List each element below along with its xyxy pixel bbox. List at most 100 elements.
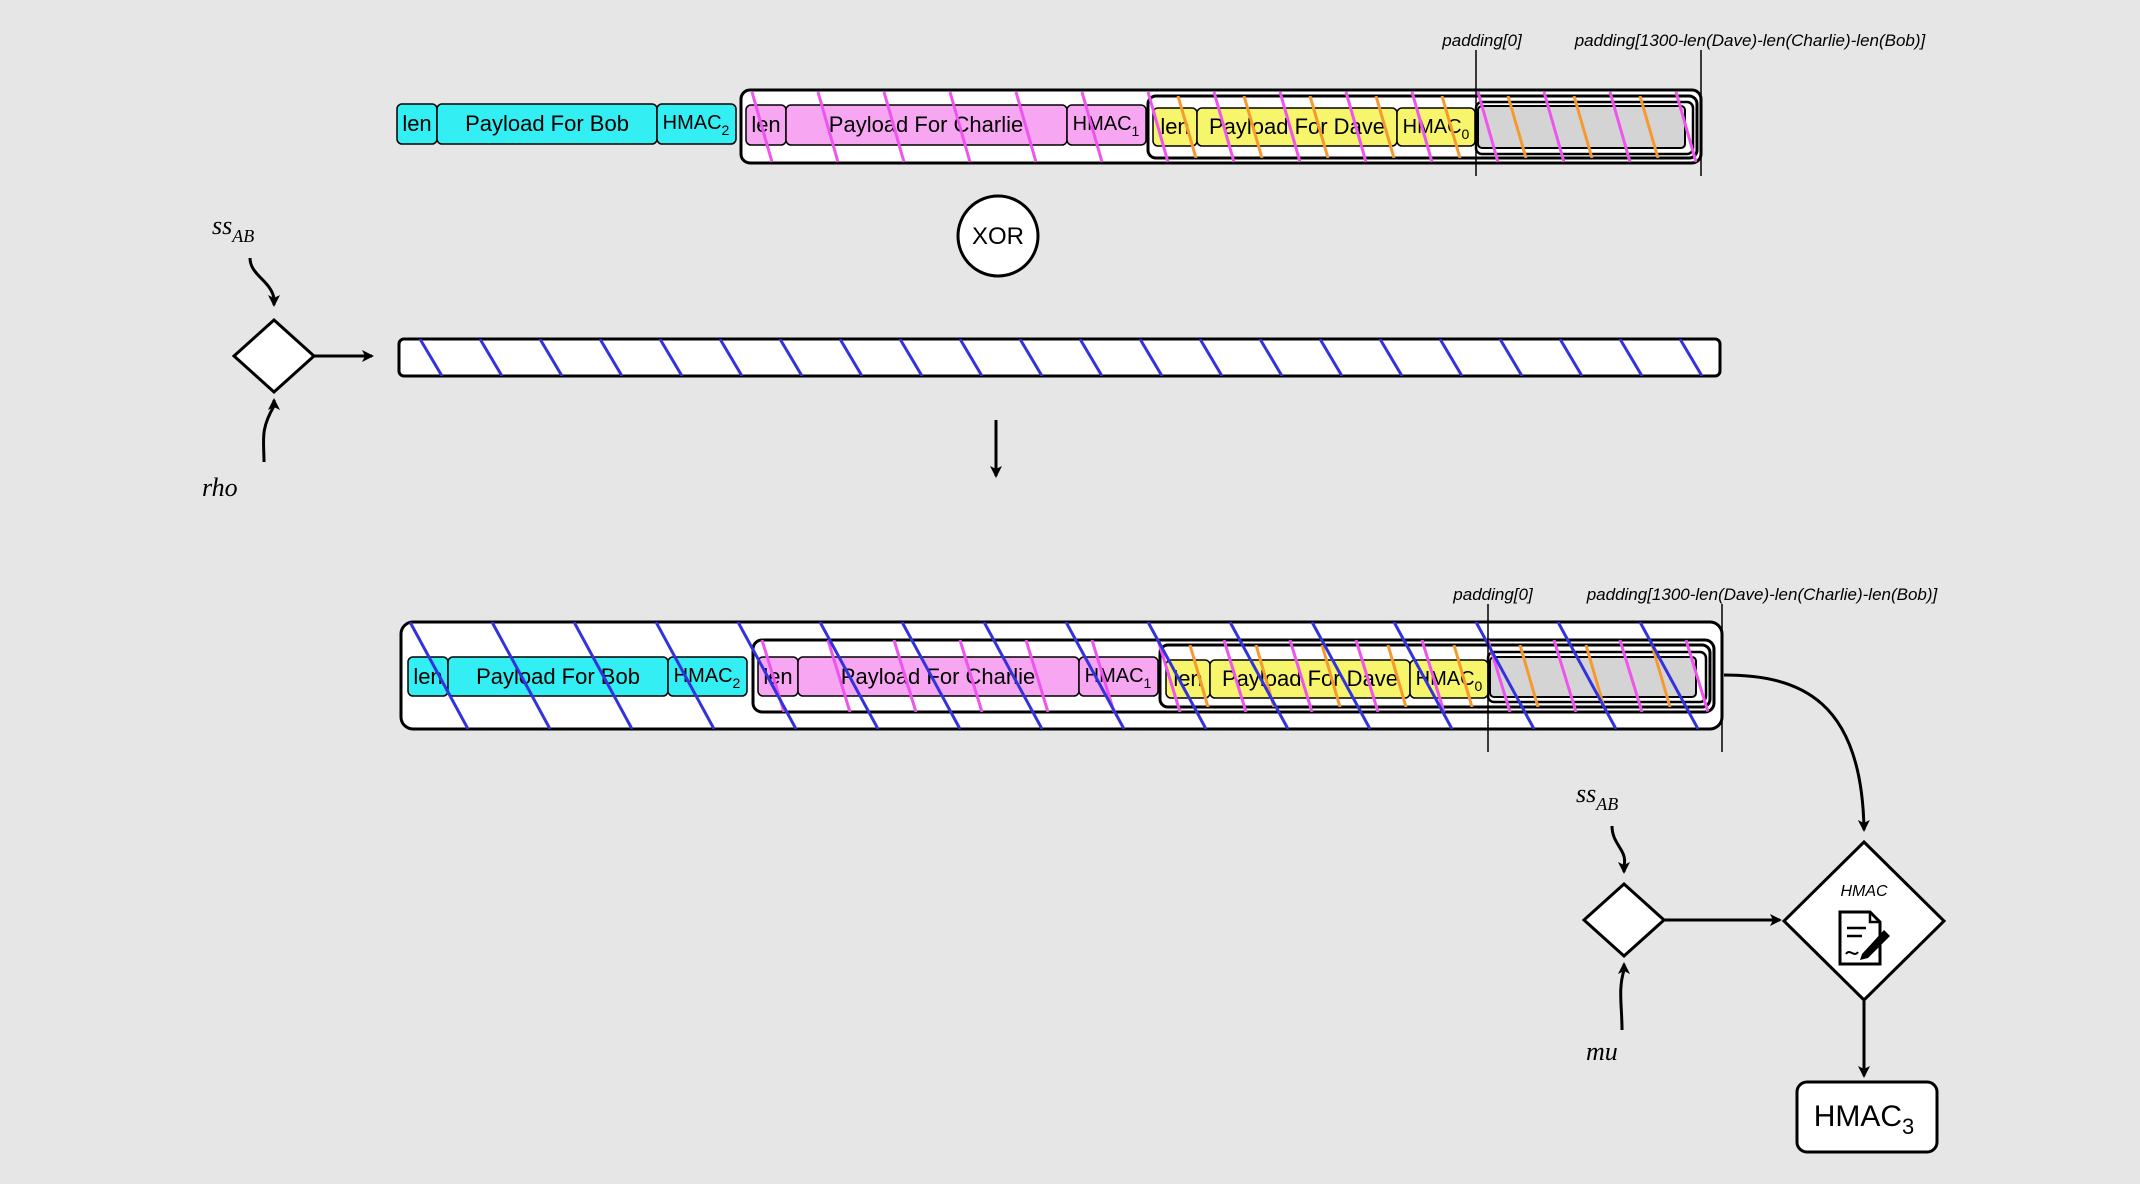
result-charlie-stripe-2 [892,640,918,712]
result-charlie-payload: Payload For Charlie [841,664,1035,689]
result-padding-end-label: padding[1300-len(Dave)-len(Charlie)-len(… [1586,585,1939,604]
result-charlie-stripe-10 [1420,640,1446,712]
top-dave-stripe-2 [1308,96,1330,158]
result-bob-hmac-cell [667,656,748,697]
mac-mu-arrow [1618,962,1630,1031]
stream-keygen: ssAB rho [202,211,374,502]
top-charlie-stripe-5 [1080,91,1104,163]
top-charlie-stripe-9 [1344,91,1368,163]
top-charlie-stripes [750,91,1698,163]
stream-stripe-15 [1318,339,1344,376]
result-stream-stripe-3 [654,622,716,729]
top-bob-len: len [402,111,431,136]
stream-stripe-4 [658,339,684,376]
top-charlie-hmac: HMAC1 [1073,113,1140,139]
result-charlie-stripe-12 [1552,640,1578,712]
top-dave-hmac-cell [1396,107,1476,147]
stream-stripe-14 [1258,339,1284,376]
stream-stripe-21 [1678,339,1704,376]
document-sign-icon [1838,910,1890,966]
top-dave-stripe-5 [1506,96,1528,158]
top-dave-stripe-6 [1572,96,1594,158]
stream-rho-arrow [261,398,280,463]
top-charlie-stripe-3 [948,91,972,163]
top-charlie-stripe-10 [1410,91,1434,163]
result-bob-payload: Payload For Bob [476,664,640,689]
top-dave-stripe-3 [1374,96,1396,158]
result-stream-stripes [408,622,1700,729]
stream-stripe-11 [1078,339,1104,376]
result-charlie-stripe-3 [958,640,984,712]
result-stream-stripe-8 [1064,622,1126,729]
top-dave-hmac: HMAC0 [1403,116,1470,142]
top-bob-hmac-cell [656,103,737,145]
result-to-hmac-arrow [1723,673,1870,832]
hmac-output-box [1795,1080,1939,1154]
stream-stripe-0 [418,339,444,376]
top-dave-stripe-7 [1638,96,1660,158]
result-padding-start-label: padding[0] [1452,585,1534,604]
top-charlie-stripe-0 [750,91,774,163]
stream-stripe-18 [1498,339,1524,376]
result-charlie-stripe-9 [1354,640,1380,712]
result-charlie-stripe-6 [1156,640,1182,712]
top-charlie-stripe-2 [882,91,906,163]
stream-stripe-9 [958,339,984,376]
result-dave-stripe-3 [1386,645,1408,707]
top-charlie-stripe-13 [1608,91,1632,163]
stream-stripe-5 [718,339,744,376]
stream-bar [397,337,1722,378]
result-dave-stripe-0 [1188,645,1210,707]
top-dave-stripe-4 [1440,96,1462,158]
result-stream-stripe-0 [408,622,470,729]
top-padding-start-label: padding[0] [1441,31,1523,50]
top-dave-stripes [1176,96,1660,158]
stream-stripe-17 [1438,339,1464,376]
stream-ss-label: ssAB [212,211,254,246]
result-charlie-stripe-5 [1090,640,1116,712]
top-charlie-stripe-6 [1146,91,1170,163]
result-dave-stripe-5 [1518,645,1540,707]
top-bob-hmac: HMAC2 [663,112,730,138]
result-stream-stripe-7 [982,622,1044,729]
mac-ss-arrow [1610,825,1630,874]
result-stream-stripe-14 [1556,622,1618,729]
result-dave-stripes [1188,645,1672,707]
result-dave-hmac: HMAC0 [1416,668,1483,694]
result-stream-stripe-2 [572,622,634,729]
stream-stripe-8 [898,339,924,376]
result-charlie-stripe-8 [1288,640,1314,712]
top-charlie-stripe-11 [1476,91,1500,163]
result-charlie-stripe-4 [1024,640,1050,712]
result-dave-stripe-2 [1320,645,1342,707]
result-stream-stripe-4 [736,622,798,729]
stream-stripe-7 [838,339,864,376]
stream-stripe-16 [1378,339,1404,376]
top-packet: len Payload For Bob HMAC2 len Payload Fo… [396,31,1927,176]
stream-stripe-2 [538,339,564,376]
mac-mu-label: mu [1586,1037,1618,1066]
top-charlie-len: len [751,112,780,137]
stream-stripe-12 [1138,339,1164,376]
hmac-diamond-label: HMAC [1840,883,1888,900]
stream-stripe-10 [1018,339,1044,376]
stream-stripe-6 [778,339,804,376]
result-bob-len: len [413,664,442,689]
top-padding-end-label: padding[1300-len(Dave)-len(Charlie)-len(… [1574,31,1927,50]
result-stream-stripe-15 [1638,622,1700,729]
top-charlie-stripe-12 [1542,91,1566,163]
hmac-function: HMAC [1781,839,1947,1078]
mac-keygen-diamond [1581,881,1667,959]
result-stream-stripe-13 [1474,622,1536,729]
result-stream-stripe-1 [490,622,552,729]
xor-label: XOR [972,223,1024,250]
top-charlie-stripe-8 [1278,91,1302,163]
hmac-output-label: HMAC3 [1814,1100,1915,1139]
stream-rho-label: rho [202,473,238,502]
stream-stripe-20 [1618,339,1644,376]
top-charlie-hmac-cell [1066,104,1147,146]
result-dave-stripe-6 [1584,645,1606,707]
top-charlie-stripe-4 [1014,91,1038,163]
result-charlie-stripe-7 [1222,640,1248,712]
